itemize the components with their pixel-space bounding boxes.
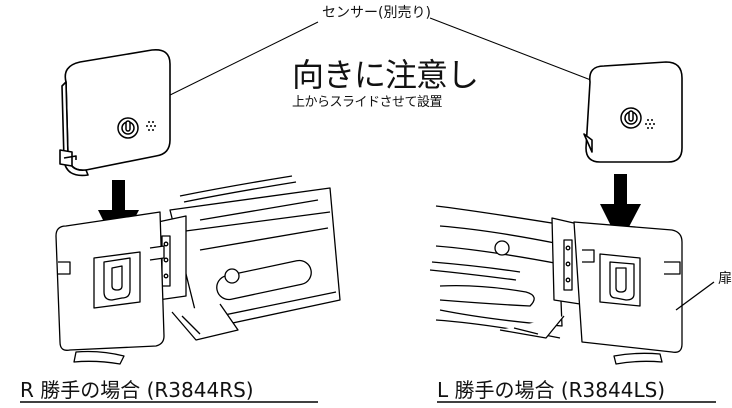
dots-indicator-icon [645,119,655,129]
power-button-icon [117,117,139,139]
down-arrow-icon [600,174,641,244]
sensor-leader-lines [159,17,597,101]
caption-left-hand: L 勝手の場合 (R3844LS) [437,378,666,402]
caption-right-hand: R 勝手の場合 (R3844RS) [20,378,254,402]
door-assembly-right-hand [55,175,341,365]
sensor-device-left [59,48,171,177]
dots-indicator-icon [146,121,156,131]
power-button-icon [620,107,642,129]
instruction-subtitle: 上からスライドさせて設置 [292,95,443,110]
door-assembly-left-hand [429,205,715,365]
instruction-title: 向きに注意し [292,56,479,94]
sensor-label: センサー(別売り) [322,5,431,21]
door-edge-label: 扉 [718,271,732,287]
